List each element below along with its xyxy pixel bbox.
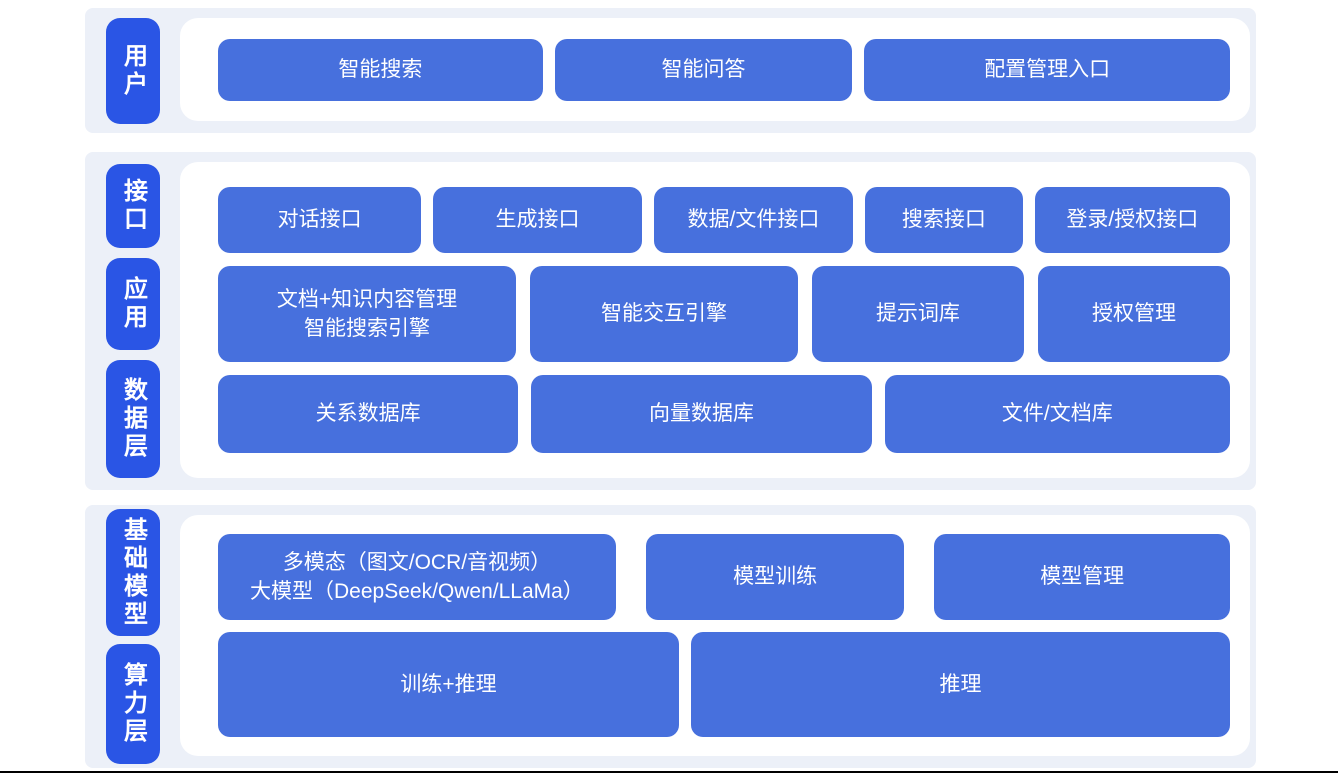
layer-label-user: 用户	[105, 17, 160, 124]
application-layer-row: 文档+知识内容管理 智能搜索引擎 智能交互引擎 提示词库 授权管理	[218, 266, 1231, 362]
block-generation-api: 生成接口	[433, 187, 642, 253]
bottom-layers-label-column: 基础模型 算力层	[85, 505, 180, 768]
layer-label-application-text: 应用	[119, 276, 147, 332]
block-smart-interaction-engine: 智能交互引擎	[530, 266, 798, 362]
layer-label-api-text: 接口	[119, 178, 147, 234]
block-file-document-store: 文件/文档库	[884, 375, 1230, 453]
compute-layer-row: 训练+推理 推理	[218, 632, 1230, 737]
middle-layers-panel: 对话接口 生成接口 数据/文件接口 搜索接口 登录/授权接口 文档+知识内容管理…	[180, 162, 1250, 478]
block-login-auth-api: 登录/授权接口	[1034, 187, 1230, 253]
block-model-management: 模型管理	[934, 534, 1230, 620]
layer-label-data: 数据层	[105, 360, 160, 478]
layer-label-foundation-model-text: 基础模型	[119, 516, 147, 629]
block-training-plus-inference: 训练+推理	[218, 632, 680, 737]
block-vector-database: 向量数据库	[531, 375, 872, 453]
block-relational-database: 关系数据库	[218, 375, 519, 453]
layer-label-application: 应用	[105, 258, 160, 350]
layer-label-foundation-model: 基础模型	[105, 509, 160, 636]
user-layer-panel: 智能搜索 智能问答 配置管理入口	[180, 18, 1250, 121]
user-layer-label-column: 用户	[85, 8, 180, 133]
layer-label-user-text: 用户	[119, 42, 147, 99]
block-data-file-api: 数据/文件接口	[653, 187, 854, 253]
bottom-layers-section: 基础模型 算力层 多模态（图文/OCR/音视频） 大模型（DeepSeek/Qw…	[85, 505, 1256, 768]
bottom-layers-panel: 多模态（图文/OCR/音视频） 大模型（DeepSeek/Qwen/LLaMa）…	[180, 515, 1250, 756]
block-model-training: 模型训练	[645, 534, 905, 620]
block-prompt-library: 提示词库	[811, 266, 1025, 362]
block-multimodal-large-model: 多模态（图文/OCR/音视频） 大模型（DeepSeek/Qwen/LLaMa）	[218, 534, 616, 620]
block-smart-search: 智能搜索	[218, 38, 543, 101]
user-layer-row: 智能搜索 智能问答 配置管理入口	[218, 38, 1230, 101]
layer-label-data-text: 数据层	[119, 377, 147, 461]
block-smart-qa: 智能问答	[554, 38, 853, 101]
block-dialog-api: 对话接口	[218, 187, 422, 253]
middle-layers-label-column: 接口 应用 数据层	[85, 152, 180, 490]
block-config-management-entry: 配置管理入口	[864, 38, 1230, 101]
layer-label-compute-text: 算力层	[119, 662, 147, 746]
block-authorization-management: 授权管理	[1038, 266, 1231, 362]
layer-label-compute: 算力层	[105, 644, 160, 764]
block-search-api: 搜索接口	[865, 187, 1023, 253]
bottom-divider-line	[0, 771, 1338, 773]
foundation-model-row: 多模态（图文/OCR/音视频） 大模型（DeepSeek/Qwen/LLaMa）…	[218, 534, 1230, 620]
middle-layers-section: 接口 应用 数据层 对话接口 生成接口 数据/文件接口 搜索接口 登录/授权接口…	[85, 152, 1256, 490]
user-layer-section: 用户 智能搜索 智能问答 配置管理入口	[85, 8, 1256, 133]
data-layer-row: 关系数据库 向量数据库 文件/文档库	[218, 375, 1230, 453]
api-layer-row: 对话接口 生成接口 数据/文件接口 搜索接口 登录/授权接口	[218, 187, 1230, 253]
layer-label-api: 接口	[105, 164, 160, 248]
block-inference: 推理	[691, 632, 1230, 737]
block-doc-knowledge-search-engine: 文档+知识内容管理 智能搜索引擎	[218, 266, 517, 362]
